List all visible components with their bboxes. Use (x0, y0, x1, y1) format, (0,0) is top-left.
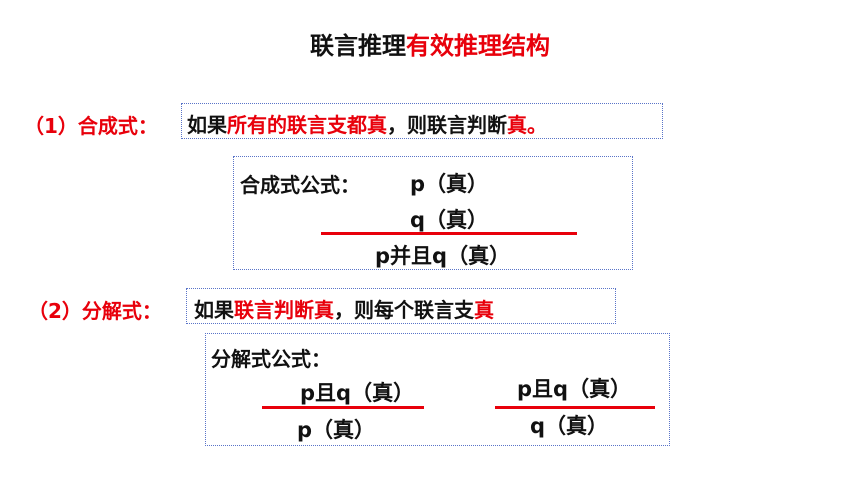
section2-right-premise: p且q（真） (517, 377, 632, 401)
section2-rule-r1: 联言判断真 (234, 298, 334, 322)
section1-rule-p2: ，则联言判断 (387, 113, 507, 137)
section2-rule-r2: 真 (474, 298, 494, 322)
section1-premise-q: q（真） (410, 208, 489, 232)
section2-formula-box (205, 333, 670, 446)
section1-inference-line (321, 232, 577, 235)
section2-rule-p1: 如果 (194, 298, 234, 322)
section2-right-inference-line (495, 406, 655, 409)
section2-rule-p2: ，则每个联言支 (334, 298, 474, 322)
section2-label: （2）分解式： (28, 299, 162, 323)
section2-formula-label: 分解式公式： (211, 347, 331, 371)
section2-left-premise: p且q（真） (300, 381, 415, 405)
section2-left-inference-line (262, 406, 424, 409)
section2-rule-text: 如果联言判断真，则每个联言支真 (194, 294, 494, 323)
section1-conclusion: p并且q（真） (375, 244, 511, 268)
section1-formula-box (233, 156, 633, 270)
page-title: 联言推理有效推理结构 (0, 26, 860, 61)
section1-formula-label: 合成式公式： (240, 173, 360, 197)
section2-left-conclusion: p（真） (297, 418, 376, 442)
section1-rule-box (181, 103, 663, 139)
section1-rule-r2: 真。 (507, 113, 547, 137)
section2-right-conclusion: q（真） (530, 414, 609, 438)
section1-rule-p1: 如果 (187, 113, 227, 137)
section1-rule-text: 如果所有的联言支都真，则联言判断真。 (187, 109, 547, 138)
section1-label: （1）合成式： (24, 114, 158, 138)
section1-premise-p: p（真） (410, 172, 489, 196)
title-red: 有效推理结构 (406, 32, 550, 60)
title-black: 联言推理 (310, 32, 406, 60)
section2-rule-box (186, 288, 616, 324)
section1-rule-r1: 所有的联言支都真 (227, 113, 387, 137)
